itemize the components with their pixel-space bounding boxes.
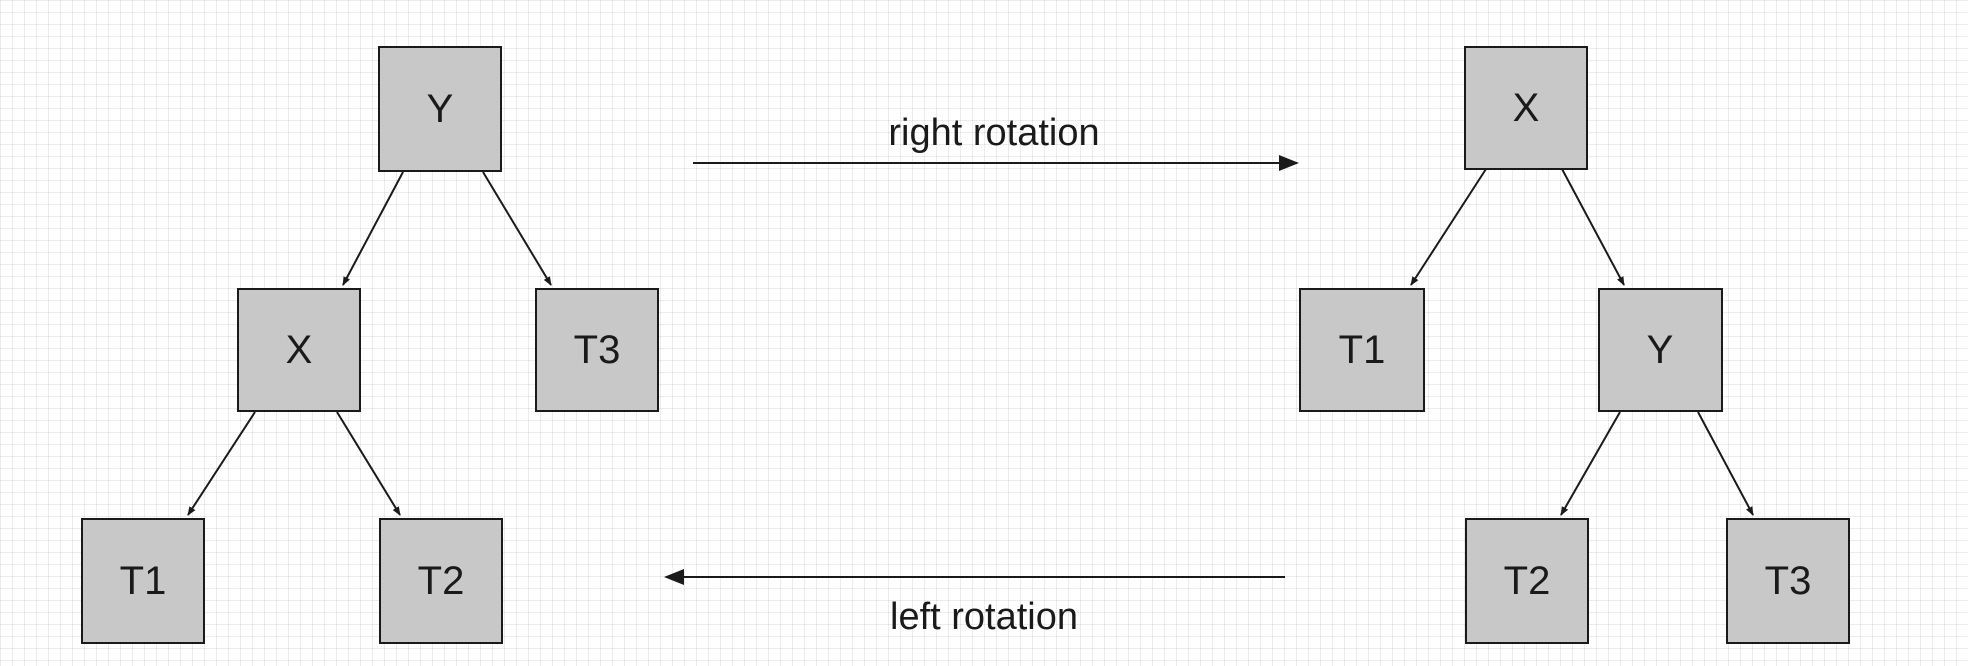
- right-tree-root-label: X: [1513, 86, 1540, 130]
- left-tree-right-child-label: T3: [574, 328, 621, 372]
- right-rotation-label: right rotation: [888, 112, 1099, 154]
- left-tree-right-child-node: T3: [535, 288, 659, 412]
- left-tree-edges: [187, 171, 552, 516]
- edge-left-x-to-t1: [187, 411, 256, 516]
- right-tree-root-node: X: [1464, 46, 1588, 170]
- right-tree: X T1 Y T2 T3: [1299, 46, 1850, 644]
- edge-left-root-to-right-child: [482, 171, 552, 286]
- right-tree-right-right-node: T3: [1726, 518, 1850, 644]
- edge-left-x-to-t2: [336, 411, 401, 516]
- left-tree-left-child-label: X: [286, 328, 313, 372]
- right-tree-right-left-node: T2: [1465, 518, 1589, 644]
- left-tree-left-left-node: T1: [81, 518, 205, 644]
- left-tree-root-node: Y: [378, 46, 502, 172]
- right-tree-right-right-label: T3: [1765, 559, 1812, 603]
- edge-right-y-to-t3: [1697, 411, 1754, 516]
- left-tree-root-label: Y: [427, 87, 454, 131]
- left-tree-left-left-label: T1: [120, 559, 167, 603]
- left-rotation-transition: left rotation: [664, 569, 1285, 638]
- edge-right-y-to-t2: [1560, 411, 1621, 516]
- edge-left-root-to-left-child: [342, 171, 404, 286]
- edge-right-root-to-left-child: [1410, 168, 1487, 286]
- right-tree-edges: [1410, 168, 1754, 516]
- right-tree-right-left-label: T2: [1504, 559, 1551, 603]
- right-tree-right-child-node: Y: [1598, 288, 1723, 412]
- left-tree: Y X T3 T1 T2: [81, 46, 659, 644]
- edge-right-root-to-right-child: [1561, 168, 1625, 286]
- right-tree-left-child-label: T1: [1339, 328, 1386, 372]
- right-tree-left-child-node: T1: [1299, 288, 1425, 412]
- left-tree-left-right-label: T2: [418, 559, 465, 603]
- left-rotation-label: left rotation: [890, 596, 1078, 638]
- right-rotation-transition: right rotation: [693, 112, 1299, 171]
- left-tree-left-child-node: X: [237, 288, 361, 412]
- right-tree-right-child-label: Y: [1647, 328, 1674, 372]
- left-tree-left-right-node: T2: [379, 518, 503, 644]
